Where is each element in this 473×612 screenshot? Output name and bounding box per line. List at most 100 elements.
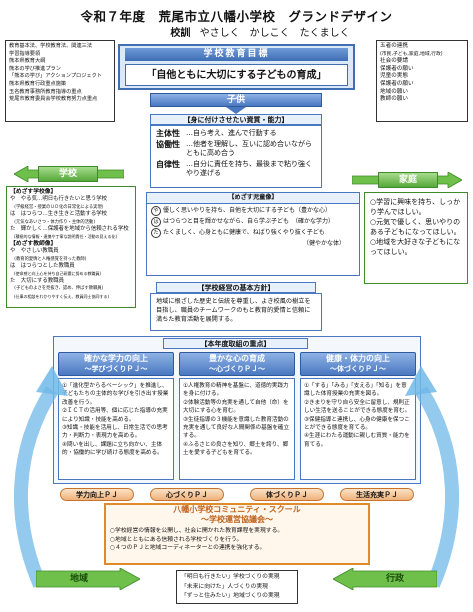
skill-desc: …他者を理解し、互いに認め合いながらともに高め合う — [186, 140, 312, 157]
column-subtitle: 〜体づくりＰＪ〜 — [330, 365, 386, 373]
list-item: た 大切にする教職員 — [10, 277, 64, 284]
column-title-text: 豊かな心の育成 — [209, 354, 265, 363]
list-item: ○学校経営の情報を公開し、社会に開かれた教育課程を実現する。 — [110, 528, 284, 534]
educational-goal-text: 「自他ともに大切にする子どもの育成」 — [125, 64, 348, 86]
list-item: 「ずっと住みたい」地域づくりの実現 — [181, 593, 280, 600]
skill-item: 自律性 …自分に責任を持ち、最後まで粘り強くやり遂げる — [156, 160, 316, 178]
list-item: ○元気で優しく、思いやりのある子どもになってほしい。 — [370, 218, 461, 236]
pj-pill: 体づくりＰＪ — [250, 488, 324, 501]
list-item: (積極的な情報・連携や丁寧な説明責任・活動の見える化) — [10, 234, 117, 240]
skill-desc: …自分に責任を持ち、最後まで粘り強くやり遂げる — [186, 160, 312, 177]
list-item: ③保健指導と連携し、心身の健康を保つことができる態度を育てる。 — [304, 416, 410, 432]
list-item: や やる気…明日も行きたいと思う学校 — [10, 196, 108, 203]
list-item: 「未来に向けた」人づくりの実現 — [181, 583, 268, 590]
column-body: ①「進化型からるベーシック」を推進し、子どもたちの主体的な学びを引き出す授業改善… — [58, 378, 174, 480]
skill-desc: …自ら考え、進んで行動する — [186, 129, 277, 137]
skill-key: 自律性 — [156, 160, 180, 169]
motto-label: 校訓 — [170, 28, 191, 39]
skill-item: 協働性 …他者を理解し、互いに認め合いながらともに高め合う — [156, 140, 316, 158]
community-school-line1: 八幡小学校コミュニティ・スクール — [173, 505, 301, 514]
child-image-panel: 【めざす児童像】 や優しく思いやりを持ち、自他を大切にする子ども（豊かな心） は… — [146, 192, 360, 276]
policy-heading: 【学校経営の基本方針】 — [156, 282, 316, 293]
column-body: ①人権教育の精神を基盤に、道徳的実践力を身に付ける。 ②体験活動等の充実を通して… — [179, 378, 295, 480]
list-item: ②体験活動等の充実を通して自他（命）を大切にする心を育む。 — [183, 399, 289, 415]
list-item: 熊本県教育大綱 — [9, 58, 46, 65]
stakeholder-list: 五者の連携 (市民,子ども,家庭,地域,行政) 社会の要請 保護者の願い 児童の… — [376, 40, 468, 122]
list-item: 学習指導要領 — [9, 50, 41, 57]
list-item: 「熊本の学び」アクションプロジェクト — [9, 73, 102, 80]
skill-item: 主体性 …自ら考え、進んで行動する — [156, 129, 316, 138]
list-item: や やさしい教職員 — [10, 248, 59, 255]
child-image-line: たくましく、心身ともに健康で、ねばり強くやり抜く子ども — [163, 229, 325, 236]
list-item: 児童の実態 — [380, 73, 408, 80]
column-title: 健康・体力の向上 〜体づくりＰＪ〜 — [300, 352, 416, 376]
list-item: (教育的愛情と人権感覚を持った教師) — [10, 256, 87, 262]
column-subtitle: 〜学びづくりＰＪ〜 — [84, 365, 148, 373]
child-bar: 子供 — [150, 93, 322, 107]
list-item: ○４つのＰＪと地域コーディネーターとの連携を強化する。 — [110, 545, 266, 552]
list-item: ④問いを出し、課題に立ち向かい、主体的・協働的に学び続ける態度を高める。 — [62, 441, 163, 457]
home-label: 家庭 — [378, 172, 438, 188]
list-item: ④ふるさとの良さを知り、郷土を誇り、郷土を愛する子どもを育てる。 — [183, 441, 289, 457]
list-item: ○地域とともにある信頼される学校づくりを行う。 — [110, 536, 243, 543]
school-motto: 校訓 やさしく かしこく たくましく — [130, 24, 390, 39]
list-item: や優しく思いやりを持ち、自他を大切にする子ども（豊かな心） — [147, 204, 359, 216]
down-arrow — [226, 107, 246, 114]
list-item: ②きまりを守り自ら安全に留意し、規則正しい生活を送ることができる態度を育む。 — [304, 399, 411, 415]
list-item: (元気なあいさつ・体力作り・主体的活動) — [10, 219, 95, 225]
list-item: ははつらつと目を輝かせながら、自ら学ぶ子ども （確かな学力） — [147, 216, 359, 227]
policy-text: 地域に根ざした歴史と伝統を尊重し、よき校風の樹立を目指し、職員のチームワークのも… — [150, 293, 322, 331]
list-item: ①「進化型からるベーシック」を推進し、子どもたちの主体的な学びを引き出す授業改善… — [62, 383, 169, 406]
list-item: (子どものよさを見抜き、認め、伸ばす教職員) — [10, 286, 104, 292]
column-title: 確かな学力の向上 〜学びづくりＰＪ〜 — [58, 352, 174, 376]
skill-key: 主体性 — [156, 129, 180, 138]
community-school-line2: 〜学校運営協議会〜 — [201, 515, 273, 524]
list-item: 教育基本法、学校教育法、関連三法 — [9, 43, 93, 49]
child-image-line: 優しく思いやりを持ち、自他を大切にする子ども（豊かな心） — [163, 207, 332, 214]
community-school-body: ○学校経営の情報を公開し、社会に開かれた教育課程を実現する。 ○地域とともにある… — [110, 527, 366, 553]
list-item: は はつらつ…生き生きと活動する学校 — [10, 211, 108, 218]
list-item: ③知識・技能を活用し、日常生活での思考力・判断力・表現力を高める。 — [62, 425, 168, 440]
list-item: たたくましく、心身ともに健康で、ねばり強くやり抜く子ども — [147, 227, 359, 238]
mark-icon: は — [151, 217, 161, 227]
list-item: 熊本県教育行政重点施策 — [9, 80, 67, 87]
list-item: ○地域を大好きな子どもになってほしい。 — [370, 238, 461, 256]
mark-icon: た — [151, 228, 161, 238]
list-item: 荒尾市教育委員会学校教育努力点重点 — [9, 96, 98, 103]
pj-pill: 学力向上ＰＪ — [60, 488, 134, 501]
list-item: 社会の要請 — [380, 58, 408, 65]
skill-key: 協働性 — [156, 140, 180, 149]
list-item: ①人権教育の精神を基盤に、道徳的実践力を身に付ける。 — [183, 383, 289, 398]
column-body: ①「する」「みる」「支える」「知る」を意識した体育授業の充実を図る。 ②きまりを… — [300, 378, 416, 480]
list-item: (仕事の相談をわかりやすく伝え、教員同士協同する) — [10, 293, 110, 299]
column-title: 豊かな心の育成 〜心づくりＰＪ〜 — [179, 352, 295, 376]
list-item: 地域の願い — [380, 88, 408, 95]
list-item: ④生涯にわたる運動に親しむ資質・能力を育てる。 — [304, 433, 410, 448]
community-school-panel — [104, 503, 370, 565]
list-item: ○学習に興味を持ち、しっかり学んでほしい。 — [370, 198, 461, 216]
column-title-text: 確かな学力の向上 — [84, 354, 148, 363]
child-image-line: はつらつと目を輝かせながら、自ら学ぶ子ども （確かな学力） — [163, 218, 335, 225]
list-item: 熊本の学び推進プラン — [9, 65, 61, 72]
admin-arrow — [332, 567, 438, 591]
pj-pill: 心づくりＰＪ — [150, 488, 224, 501]
list-item: 保護者の願い — [380, 80, 414, 87]
mark-icon: や — [151, 206, 161, 216]
school-vision-box: 【めざす学校像】 や やる気…明日も行きたいと思う学校 (学級経営・授業のＵＤ化… — [6, 186, 136, 308]
list-item: ②ＩＣＴの活用等、個に応じた指導の充実により知識・技能を高める。 — [62, 408, 168, 423]
motto-text: やさしく かしこく たくましく — [199, 28, 350, 39]
reference-documents-list: 教育基本法、学校教育法、関連三法 学習指導要領 熊本県教育大綱 熊本の学び推進プ… — [5, 40, 115, 122]
column-subtitle: 〜心づくりＰＪ〜 — [209, 365, 265, 373]
realization-box: 「明日も行きたい」学校づくりの実現 「未来に向けた」人づくりの実現 「ずっと住み… — [176, 570, 298, 604]
skills-panel: 主体性 …自ら考え、進んで行動する 協働性 …他者を理解し、互いに認め合いながら… — [150, 125, 322, 188]
child-image-heading: 【めざす児童像】 — [147, 193, 359, 204]
list-item: は はつらつとした教職員 — [10, 263, 75, 270]
list-item: 教師の願い — [380, 96, 408, 103]
home-wishes-box: ○学習に興味を持ち、しっかり学んでほしい。 ○元気で優しく、思いやりのある子ども… — [364, 192, 468, 284]
educational-goal-heading: 学校教育目標 — [125, 48, 348, 61]
column-title-text: 健康・体力の向上 — [326, 354, 390, 363]
list-item: (市民,子ども,家庭,地域,行政) — [380, 51, 443, 57]
list-item: ①「する」「みる」「支える」「知る」を意識した体育授業の充実を図る。 — [304, 383, 407, 398]
region-label: 地域 — [69, 574, 88, 584]
page-title: 令和７年度 荒尾市立八幡小学校 グランドデザイン — [80, 9, 393, 24]
